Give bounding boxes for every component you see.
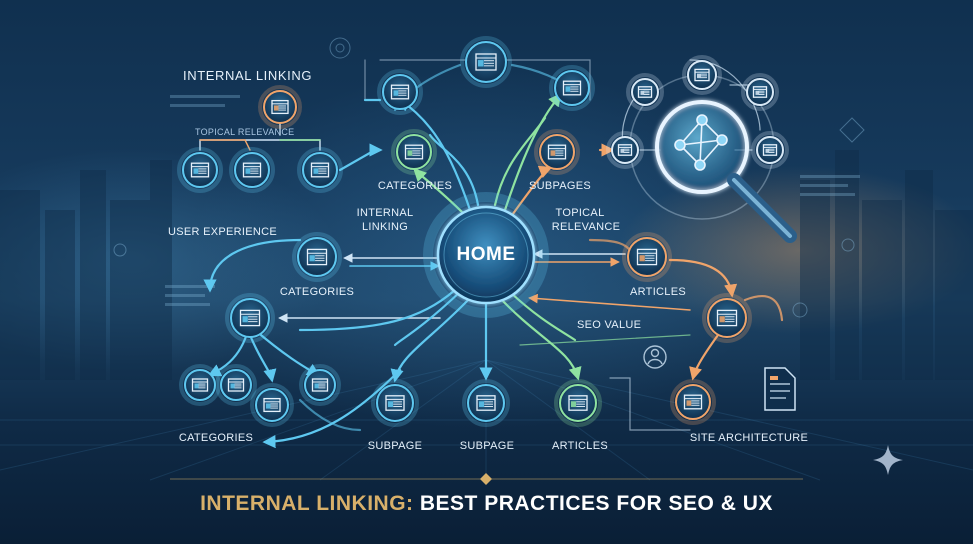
subpage-1-label: SUBPAGE bbox=[367, 440, 423, 452]
topical-relevance-caption: TOPICAL RELEVANCE bbox=[195, 127, 295, 137]
left-hub-node bbox=[225, 293, 275, 343]
webpage-icon bbox=[191, 378, 209, 392]
internal-linking-center-line1: INTERNAL bbox=[356, 207, 414, 219]
webpage-icon bbox=[385, 395, 405, 411]
webpage-icon bbox=[547, 144, 567, 160]
cluster-top-node bbox=[258, 85, 302, 129]
footer-title-rest: BEST PRACTICES FOR SEO & UX bbox=[413, 492, 773, 515]
connectors bbox=[199, 59, 784, 449]
webpage-icon bbox=[227, 378, 245, 392]
subpages-top-node bbox=[534, 129, 580, 175]
webpage-icon bbox=[683, 394, 703, 410]
seo-value-label: SEO VALUE bbox=[577, 319, 642, 331]
articles-bottom-node bbox=[554, 379, 602, 427]
right-hub-node bbox=[702, 293, 752, 343]
subpage-2-label: SUBPAGE bbox=[459, 440, 515, 452]
document-icon bbox=[764, 367, 796, 411]
categories-mid-node bbox=[292, 232, 342, 282]
webpage-icon bbox=[476, 395, 496, 411]
internal-linking-center-line2: LINKING bbox=[361, 221, 409, 233]
footer-title: INTERNAL LINKING: BEST PRACTICES FOR SEO… bbox=[0, 492, 973, 516]
webpage-icon bbox=[694, 68, 710, 82]
ring-top-node bbox=[682, 55, 722, 95]
webpage-icon bbox=[716, 309, 738, 327]
leaf-node-2 bbox=[215, 364, 257, 406]
articles-right-label: ARTICLES bbox=[630, 286, 686, 298]
ring-lower-left-node bbox=[606, 131, 644, 169]
footer-title-accent: INTERNAL LINKING: bbox=[200, 492, 414, 515]
skyline bbox=[0, 150, 973, 380]
webpage-icon bbox=[306, 248, 328, 266]
webpage-icon bbox=[636, 248, 658, 266]
user-icon bbox=[643, 345, 667, 369]
leaf-node-3 bbox=[250, 383, 294, 427]
page-nodes bbox=[177, 36, 789, 427]
topical-relevance-line2: RELEVANCE bbox=[551, 221, 621, 233]
webpage-icon bbox=[762, 144, 778, 156]
ring-left-node bbox=[626, 73, 664, 111]
webpage-icon bbox=[263, 397, 281, 413]
webpage-icon bbox=[239, 309, 261, 327]
top-node bbox=[460, 36, 512, 88]
webpage-icon bbox=[562, 80, 582, 96]
webpage-icon bbox=[311, 378, 329, 392]
categories-bottom-label: CATEGORIES bbox=[178, 432, 254, 444]
webpage-icon bbox=[637, 86, 653, 98]
webpage-icon bbox=[390, 84, 410, 100]
hud-decoration bbox=[113, 37, 865, 318]
webpage-icon bbox=[190, 162, 210, 178]
subpage-2-node bbox=[462, 379, 510, 427]
articles-bottom-label: ARTICLES bbox=[552, 440, 608, 452]
ring-right-node bbox=[741, 73, 779, 111]
webpage-icon bbox=[310, 162, 330, 178]
cluster-right-node bbox=[297, 147, 343, 193]
subpage-1-node bbox=[371, 379, 419, 427]
webpage-icon bbox=[271, 99, 289, 115]
webpage-icon bbox=[242, 162, 262, 178]
leaf-node-1 bbox=[179, 364, 221, 406]
webpage-icon bbox=[617, 144, 633, 156]
magnifier-icon bbox=[629, 74, 797, 243]
top-right-node bbox=[549, 65, 595, 111]
top-left-node bbox=[377, 69, 423, 115]
user-experience-label: USER EXPERIENCE bbox=[168, 226, 278, 238]
articles-right-node bbox=[622, 232, 672, 282]
leaf-node-4 bbox=[299, 364, 341, 406]
ring-lower-right-node bbox=[751, 131, 789, 169]
site-architecture-label: SITE ARCHITECTURE bbox=[689, 432, 809, 444]
sparkle-icon bbox=[873, 445, 903, 475]
site-architecture-node bbox=[670, 379, 716, 425]
webpage-icon bbox=[475, 53, 497, 71]
home-label: HOME bbox=[456, 244, 516, 265]
subpages-top-label: SUBPAGES bbox=[528, 180, 592, 192]
webpage-icon bbox=[404, 144, 424, 160]
home-node bbox=[423, 192, 549, 318]
categories-top-node bbox=[391, 129, 437, 175]
categories-mid-label: CATEGORIES bbox=[279, 286, 355, 298]
topical-relevance-line1: TOPICAL bbox=[555, 207, 605, 219]
categories-top-label: CATEGORIES bbox=[377, 180, 453, 192]
webpage-icon bbox=[568, 395, 588, 411]
cluster-left-node bbox=[177, 147, 223, 193]
cluster-mid-node bbox=[229, 147, 275, 193]
webpage-icon bbox=[752, 86, 768, 98]
divider-diamond-icon bbox=[480, 473, 492, 485]
internal-linking-heading: INTERNAL LINKING bbox=[183, 68, 313, 83]
